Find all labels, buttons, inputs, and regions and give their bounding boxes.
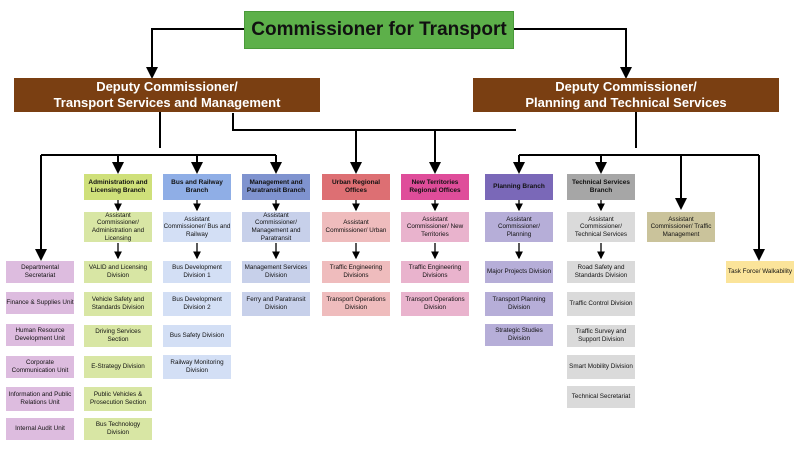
branch-technical-services: Technical Services Branch: [567, 174, 635, 200]
deputy-left-line1: Deputy Commissioner/: [96, 79, 238, 95]
division-box: Railway Monitoring Division: [163, 355, 231, 379]
commissioner-box: Commissioner for Transport: [244, 11, 514, 49]
division-box: Ferry and Paratransit Division: [242, 292, 310, 316]
deputy-transport-services-box: Deputy Commissioner/ Transport Services …: [14, 78, 320, 112]
task-force-walkability: Task Force/ Walkability: [726, 261, 794, 283]
ac-planning: Assistant Commissioner/ Planning: [485, 212, 553, 242]
division-box: Vehicle Safety and Standards Division: [84, 292, 152, 316]
division-box: Smart Mobility Division: [567, 355, 635, 379]
secretariat-unit: Internal Audit Unit: [6, 418, 74, 440]
ac-bus-railway: Assistant Commissioner/ Bus and Railway: [163, 212, 231, 242]
division-box: Major Projects Division: [485, 261, 553, 283]
division-box: Transport Planning Division: [485, 292, 553, 316]
division-box: Management Services Division: [242, 261, 310, 283]
ac-admin-licensing: Assistant Commissioner/ Administration a…: [84, 212, 152, 242]
branch-planning: Planning Branch: [485, 174, 553, 200]
division-box: Traffic Engineering Divisions: [401, 261, 469, 283]
division-box: Bus Technology Division: [84, 418, 152, 440]
ac-management-paratransit: Assistant Commissioner/ Management and P…: [242, 212, 310, 242]
ac-urban: Assistant Commissioner/ Urban: [322, 212, 390, 242]
deputy-left-line2: Transport Services and Management: [53, 95, 281, 110]
division-box: Traffic Survey and Support Division: [567, 325, 635, 347]
division-box: Public Vehicles & Prosecution Section: [84, 387, 152, 411]
division-box: VALID and Licensing Division: [84, 261, 152, 283]
division-box: Technical Secretariat: [567, 386, 635, 408]
division-box: Transport Operations Division: [322, 292, 390, 316]
division-box: Bus Development Division 1: [163, 261, 231, 283]
division-box: Driving Services Section: [84, 325, 152, 347]
ac-technical-services: Assistant Commissioner/ Technical Servic…: [567, 212, 635, 242]
deputy-right-line2: Planning and Technical Services: [525, 95, 727, 110]
secretariat-unit: Information and Public Relations Unit: [6, 387, 74, 411]
division-box: Transport Operations Division: [401, 292, 469, 316]
branch-management-paratransit: Management and Paratransit Branch: [242, 174, 310, 200]
division-box: E-Strategy Division: [84, 356, 152, 378]
division-box: Bus Safety Division: [163, 325, 231, 347]
secretariat-unit: Finance & Supplies Unit: [6, 292, 74, 314]
branch-admin-licensing: Administration and Licensing Branch: [84, 174, 152, 200]
branch-bus-railway: Bus and Railway Branch: [163, 174, 231, 200]
branch-urban-regional: Urban Regional Offices: [322, 174, 390, 200]
division-box: Strategic Studies Division: [485, 324, 553, 346]
division-box: Traffic Engineering Divisions: [322, 261, 390, 283]
deputy-planning-technical-box: Deputy Commissioner/ Planning and Techni…: [473, 78, 779, 112]
ac-traffic-management: Assistant Commissioner/ Traffic Manageme…: [647, 212, 715, 242]
division-box: Road Safety and Standards Division: [567, 261, 635, 283]
branch-nt-regional: New Territories Regional Offices: [401, 174, 469, 200]
secretariat-unit: Human Resource Development Unit: [6, 324, 74, 346]
division-box: Traffic Control Division: [567, 292, 635, 316]
secretariat-unit: Departmental Secretariat: [6, 261, 74, 283]
ac-new-territories: Assistant Commissioner/ New Territories: [401, 212, 469, 242]
division-box: Bus Development Division 2: [163, 292, 231, 316]
deputy-right-line1: Deputy Commissioner/: [555, 79, 697, 95]
secretariat-unit: Corporate Communication Unit: [6, 356, 74, 378]
